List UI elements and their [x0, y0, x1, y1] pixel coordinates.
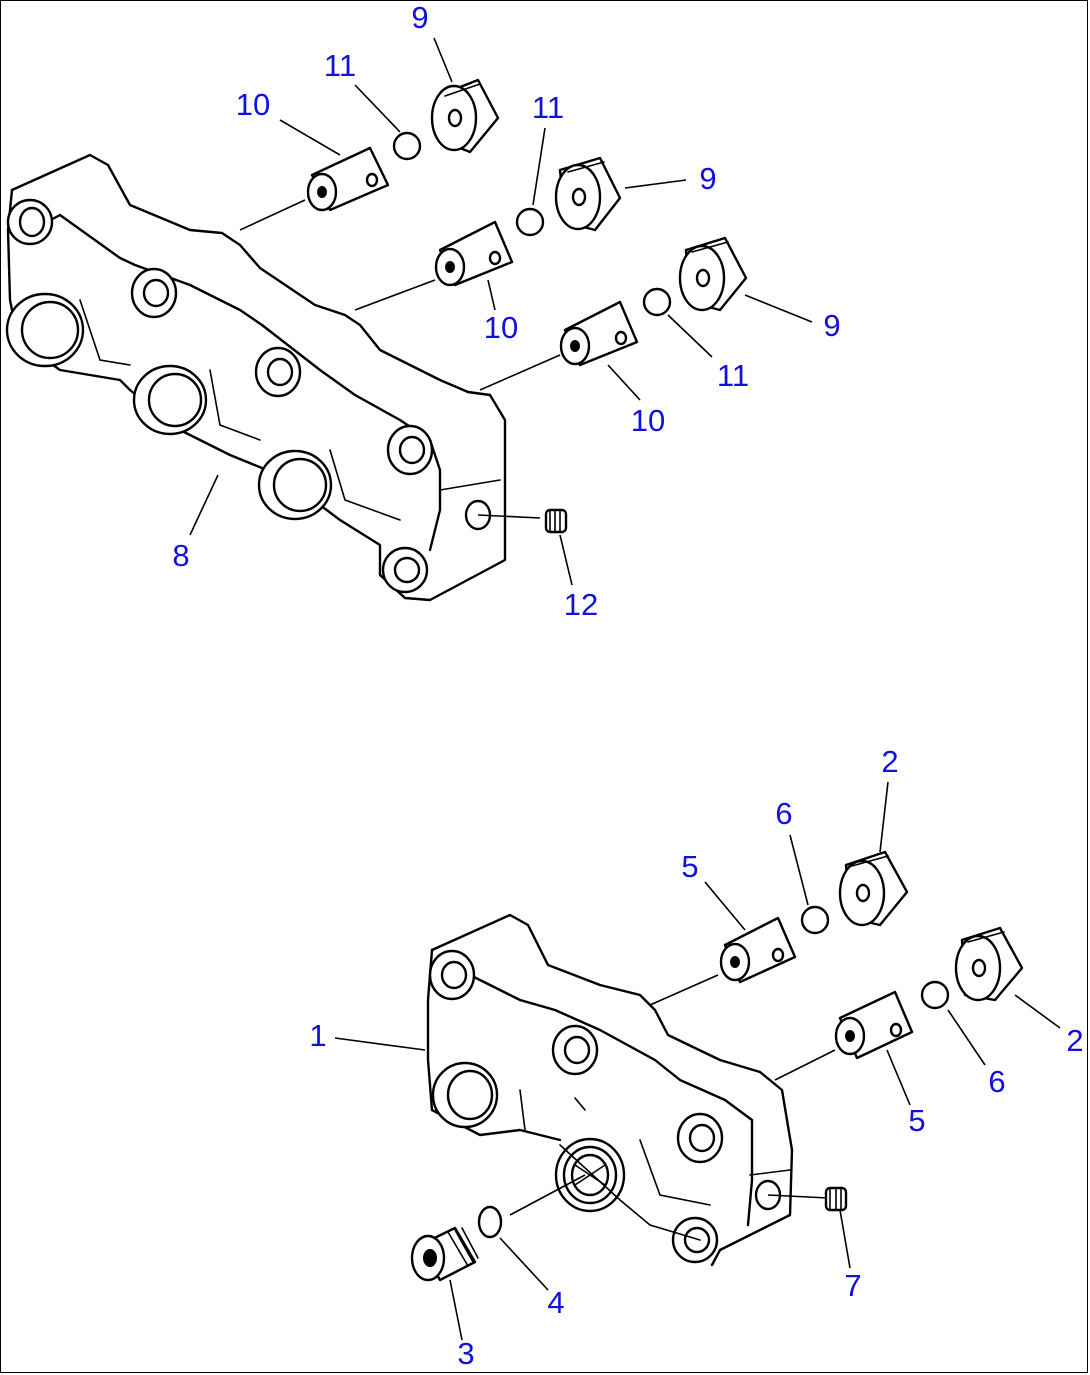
callout-10: 10: [236, 87, 270, 122]
ball-11-top: [392, 131, 422, 161]
pin-5-lower: [834, 990, 914, 1060]
ball-6-upper: [800, 905, 830, 935]
callout-5: 5: [908, 1103, 925, 1138]
callout-6: 6: [988, 1064, 1005, 1099]
roller-9-middle: [554, 156, 622, 232]
callout-6: 6: [775, 796, 792, 831]
ball-6-lower: [920, 980, 950, 1010]
ball-11-middle: [515, 207, 545, 237]
callout-2: 2: [881, 744, 898, 779]
plug-12: [544, 508, 568, 534]
roller-2-upper: [838, 850, 909, 927]
housing-upper-part-8: [5, 153, 507, 602]
roller-2-lower: [954, 926, 1024, 1002]
callout-5: 5: [681, 849, 698, 884]
pin-10-lower: [559, 300, 639, 367]
callout-7: 7: [844, 1268, 861, 1303]
callout-9: 9: [699, 161, 716, 196]
lower-exploded-lines: [509, 974, 836, 1216]
callout-1: 1: [309, 1018, 326, 1053]
callout-8: 8: [172, 538, 189, 573]
pin-5-upper: [719, 916, 797, 984]
o-ring-4: [477, 1205, 503, 1239]
lower-callout-leaders: [334, 781, 1061, 1341]
roller-9-lower: [678, 236, 748, 312]
housing-lower-part-1: [426, 913, 794, 1267]
callout-3: 3: [457, 1336, 474, 1371]
callout-12: 12: [564, 587, 598, 622]
callout-numbers: 9 11 10 11 9 10 9 11 10 8 12 2 6 5 1 2 6…: [172, 0, 1083, 1371]
upper-exploded-lines: [239, 199, 561, 519]
roller-9-top: [430, 78, 500, 154]
ball-11-lower: [642, 287, 672, 317]
plug-3: [410, 1226, 479, 1282]
callout-11: 11: [532, 90, 564, 125]
callout-10: 10: [631, 403, 665, 438]
callout-11: 11: [717, 358, 749, 393]
callout-2: 2: [1066, 1023, 1083, 1058]
plug-7: [824, 1186, 848, 1212]
callout-9: 9: [823, 308, 840, 343]
pin-10-middle: [434, 220, 514, 287]
callout-4: 4: [547, 1285, 564, 1320]
callout-11: 11: [324, 48, 356, 83]
callout-10: 10: [484, 310, 518, 345]
upper-callout-leaders: [189, 37, 813, 586]
callout-9: 9: [411, 0, 428, 35]
pin-10-top: [306, 146, 390, 212]
